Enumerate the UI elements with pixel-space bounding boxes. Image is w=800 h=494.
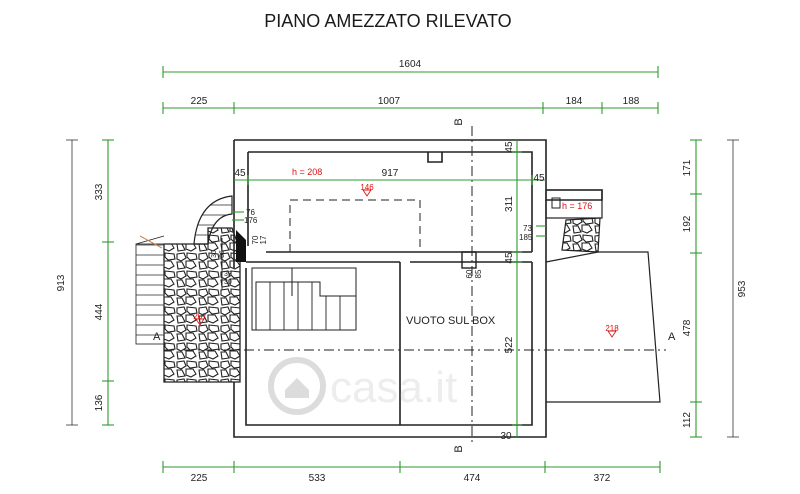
dim-right-4: 112 bbox=[682, 412, 693, 428]
dim-left-1: 333 bbox=[94, 183, 105, 200]
svg-text:33: 33 bbox=[224, 271, 232, 278]
dim-left-2: 444 bbox=[94, 303, 105, 320]
section-a-left: A bbox=[153, 331, 161, 343]
elevation-marker-2: 207 bbox=[193, 312, 207, 326]
dim-bottom-1: 225 bbox=[191, 473, 208, 484]
svg-text:218: 218 bbox=[605, 324, 619, 333]
svg-text:522: 522 bbox=[504, 336, 515, 353]
dim-bottom-3: 474 bbox=[464, 473, 481, 484]
svg-text:917: 917 bbox=[382, 168, 399, 179]
svg-text:30: 30 bbox=[211, 250, 218, 258]
svg-text:73: 73 bbox=[523, 224, 532, 233]
right-dimensions: 953 171 192 478 112 bbox=[682, 139, 748, 438]
dim-top-3: 184 bbox=[566, 96, 583, 107]
terrace-outline bbox=[545, 251, 661, 403]
dim-right-1: 171 bbox=[682, 159, 693, 176]
svg-text:45: 45 bbox=[533, 173, 545, 184]
inner-dimensions: 917 45 45 45 311 45 522 30 73 185 76 176… bbox=[211, 140, 546, 442]
svg-text:311: 311 bbox=[504, 196, 515, 212]
dim-right-3: 478 bbox=[682, 319, 693, 336]
label-height-main: h = 208 bbox=[292, 167, 322, 177]
dim-left-overall: 913 bbox=[56, 274, 67, 291]
bottom-dimensions: 225 533 474 372 bbox=[162, 461, 661, 484]
svg-text:60: 60 bbox=[465, 269, 474, 278]
dim-left-3: 136 bbox=[94, 394, 105, 411]
stone-wall-left bbox=[163, 227, 241, 383]
svg-text:185: 185 bbox=[519, 233, 533, 242]
dim-top-overall: 1604 bbox=[399, 59, 422, 70]
elevation-marker-3: 218 bbox=[605, 324, 619, 338]
section-b-bottom: B bbox=[453, 445, 465, 452]
svg-text:207: 207 bbox=[193, 312, 207, 321]
dim-right-2: 192 bbox=[682, 215, 693, 232]
svg-text:45: 45 bbox=[504, 252, 515, 264]
svg-text:85: 85 bbox=[474, 269, 483, 278]
wall-fill bbox=[236, 230, 246, 262]
spiral-stair bbox=[193, 195, 233, 245]
dim-top-4: 188 bbox=[623, 96, 640, 107]
inner-staircase bbox=[251, 267, 357, 331]
label-height-small: h = 176 bbox=[562, 201, 592, 211]
svg-text:76: 76 bbox=[246, 208, 255, 217]
svg-text:70: 70 bbox=[251, 235, 260, 244]
dim-right-overall: 953 bbox=[737, 280, 748, 297]
svg-text:36: 36 bbox=[219, 250, 226, 258]
svg-text:casa.it: casa.it bbox=[330, 363, 457, 412]
dim-bottom-4: 372 bbox=[594, 473, 611, 484]
external-staircase bbox=[135, 235, 165, 345]
svg-text:45: 45 bbox=[234, 168, 246, 179]
top-dimensions: 1604 225 1007 184 188 bbox=[162, 59, 659, 114]
watermark-logo: casa.it bbox=[268, 357, 457, 415]
room-outline-dashed bbox=[289, 199, 421, 253]
dim-bottom-2: 533 bbox=[309, 473, 326, 484]
svg-text:30: 30 bbox=[500, 431, 512, 442]
svg-text:30: 30 bbox=[224, 279, 232, 286]
svg-text:45: 45 bbox=[504, 141, 515, 153]
plan-title: PIANO AMEZZATO RILEVATO bbox=[264, 11, 511, 31]
label-vuoto-sul-box: VUOTO SUL BOX bbox=[406, 315, 496, 327]
column bbox=[461, 251, 477, 269]
dim-top-2: 1007 bbox=[378, 96, 401, 107]
section-b-top: B bbox=[453, 118, 465, 125]
svg-text:176: 176 bbox=[244, 216, 258, 225]
elevation-marker-1: 146 bbox=[360, 183, 374, 197]
dim-top-1: 225 bbox=[191, 96, 208, 107]
stone-wall-right bbox=[561, 217, 601, 253]
section-a-right: A bbox=[668, 331, 676, 343]
svg-text:17: 17 bbox=[259, 235, 268, 244]
svg-text:146: 146 bbox=[360, 183, 374, 192]
left-dimensions: 913 333 444 136 bbox=[56, 139, 114, 426]
